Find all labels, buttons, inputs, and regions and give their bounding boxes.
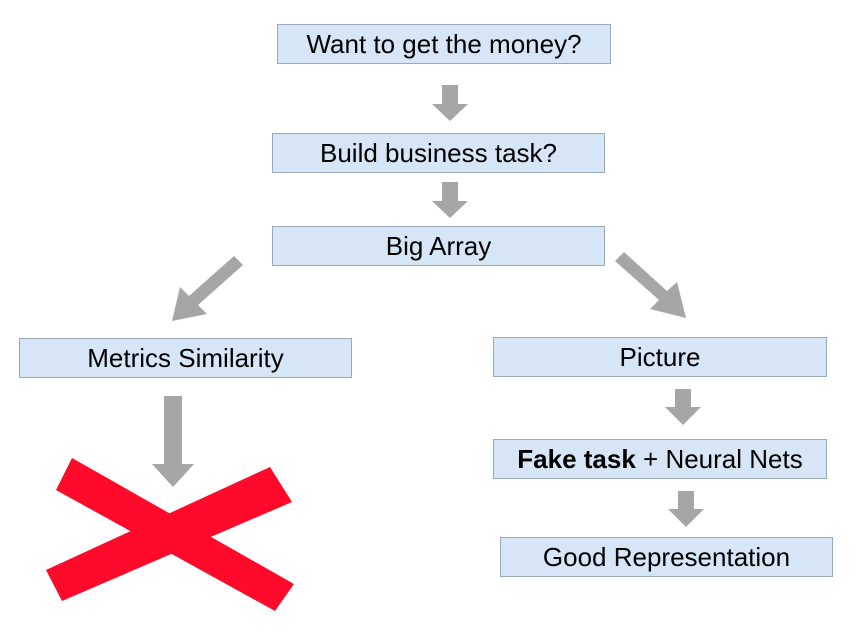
arrow-down-icon [432, 182, 468, 218]
node-build-task: Build business task? [272, 133, 605, 173]
node-fake-task: Fake task + Neural Nets [493, 439, 827, 479]
node-want-money: Want to get the money? [277, 24, 611, 64]
fake-task-rest-label: + Neural Nets [635, 443, 803, 474]
arrow-down-icon [665, 389, 701, 425]
node-picture: Picture [493, 337, 827, 377]
arrow-diagonal-left-icon [172, 256, 243, 321]
arrow-down-icon [432, 85, 468, 121]
node-big-array: Big Array [272, 226, 605, 266]
arrow-diagonal-right-icon [615, 252, 686, 318]
arrow-down-icon [152, 396, 194, 487]
red-x-cross-icon [46, 458, 294, 611]
node-good-representation: Good Representation [500, 537, 833, 577]
node-metrics-similarity: Metrics Similarity [19, 338, 352, 378]
arrow-down-icon [668, 491, 704, 527]
fake-task-bold-label: Fake task [517, 443, 636, 474]
